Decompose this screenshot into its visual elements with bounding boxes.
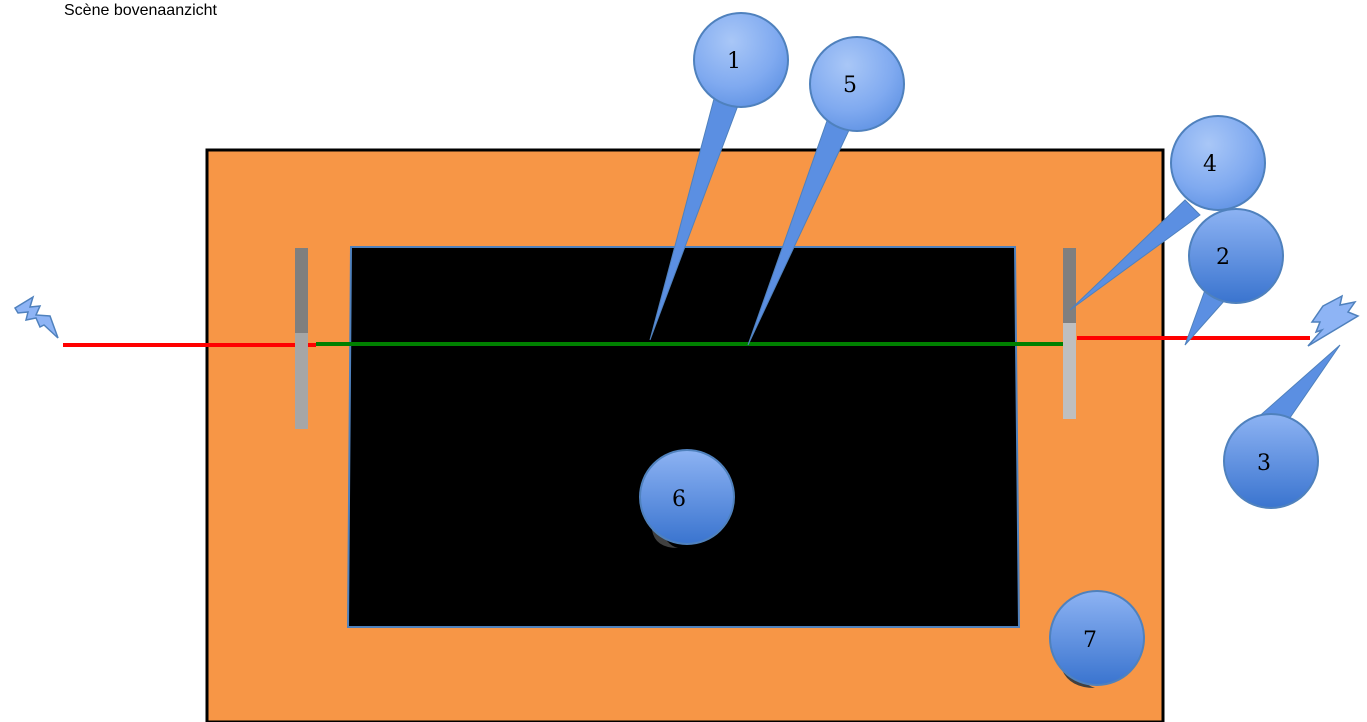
right-post-top <box>1063 248 1076 323</box>
callout-1: 1 <box>649 12 789 341</box>
callout-7-label: 7 <box>1083 628 1097 653</box>
callout-5: 5 <box>747 36 905 346</box>
callout-3-label: 3 <box>1257 451 1271 476</box>
callout-6: 6 <box>639 449 735 548</box>
callout-3: 3 <box>1223 344 1341 509</box>
callout-2-label: 2 <box>1216 245 1230 270</box>
screen <box>346 246 1021 628</box>
callout-7: 7 <box>1049 590 1145 688</box>
callout-4-label: 4 <box>1203 152 1217 177</box>
diagram-caption: Scène bovenaanzicht <box>64 2 217 19</box>
callout-4: 4 <box>1069 115 1266 311</box>
left-post-top <box>295 248 308 333</box>
callout-6-label: 6 <box>672 487 686 512</box>
callout-5-label: 5 <box>843 73 857 98</box>
callout-2: 2 <box>1184 208 1284 346</box>
lightning-icon <box>1307 294 1360 347</box>
left-post-bottom <box>295 333 308 429</box>
lightning-icon <box>13 295 59 339</box>
right-post-bottom <box>1063 323 1076 419</box>
callout-1-label: 1 <box>727 49 741 74</box>
